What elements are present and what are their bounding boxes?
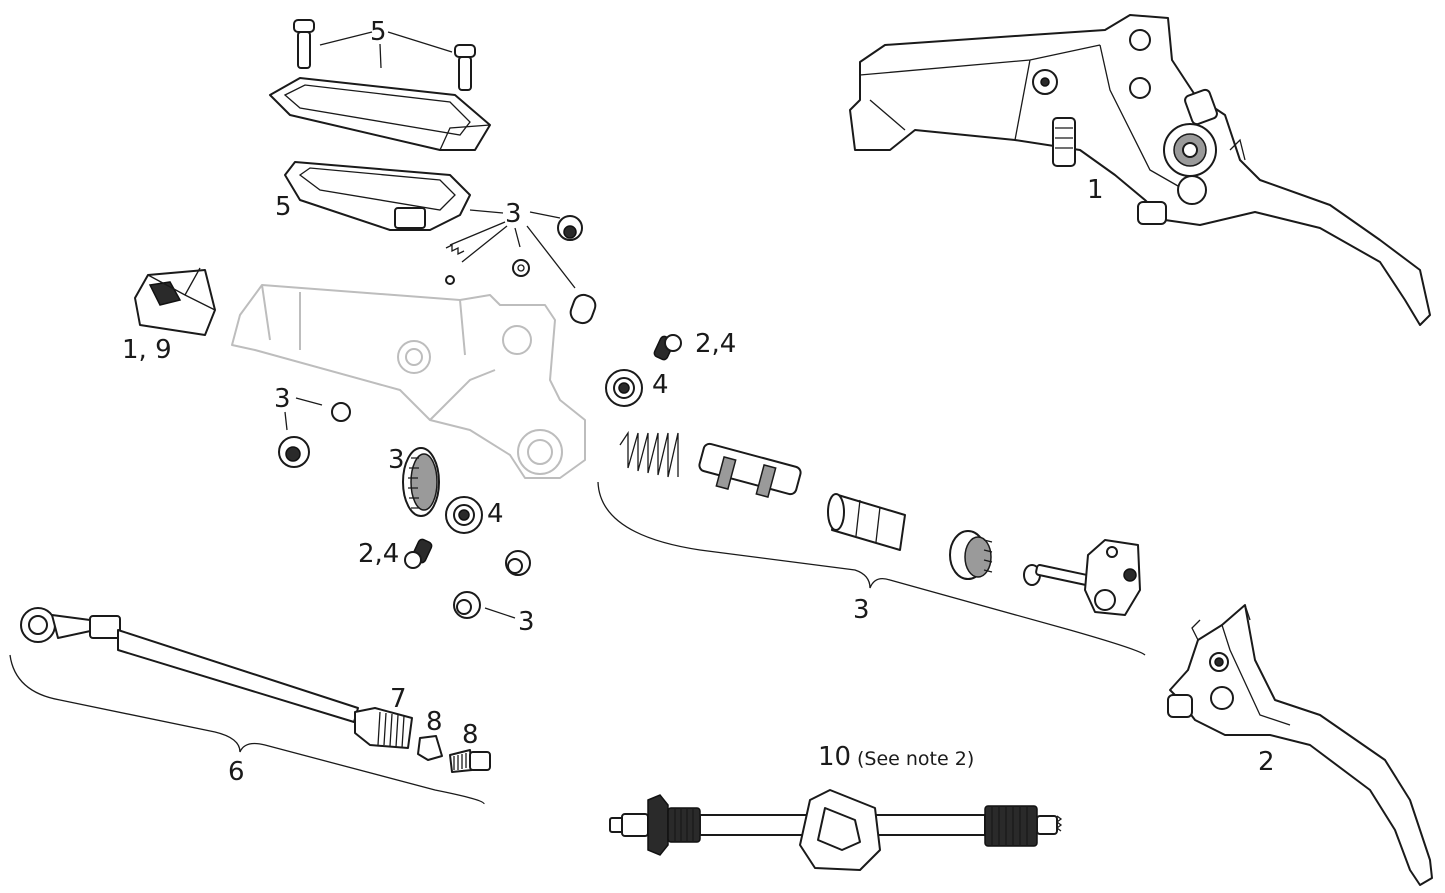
brace-hose-assembly (9, 654, 485, 805)
olive (417, 735, 443, 761)
ball-small (445, 275, 455, 285)
piston-sleeve (827, 493, 906, 551)
callout-hose-nut: 7 (390, 684, 407, 714)
pin-small (569, 293, 597, 325)
reservoir-cover (269, 77, 491, 151)
clamp-cover (134, 267, 216, 336)
lever-blade (1167, 604, 1433, 886)
callout-clamp-cover: 1, 9 (122, 335, 172, 365)
pushrod-link (1023, 539, 1141, 616)
bleed-block-note: (See note 2) (857, 748, 974, 770)
leader-bolts (319, 31, 373, 46)
callout-bushing-lower: 3 (518, 607, 535, 637)
callout-misc-top: 3 (505, 199, 522, 229)
pivot-bolt-upper (653, 334, 682, 361)
callout-pivot-bolt-upper: 2,4 (695, 329, 736, 359)
piston-spring (619, 430, 679, 478)
port-plug (557, 215, 583, 241)
bushing-right (505, 550, 531, 576)
callout-bearing-upper: 4 (652, 370, 669, 400)
brace-piston-kit (597, 481, 1146, 656)
seal-cap-left (278, 436, 310, 468)
bearing-lower (445, 496, 483, 534)
spring-small (445, 243, 465, 256)
washer-left (331, 402, 351, 422)
callout-bearing-lower: 4 (487, 499, 504, 529)
bushing-lower (453, 591, 481, 619)
callout-piston-kit: 3 (853, 595, 870, 625)
lever-assembly (849, 14, 1431, 326)
reservoir-bolt-left (293, 19, 315, 69)
callout-pivot-bolt-lower: 2,4 (358, 539, 399, 569)
callout-olive: 8 (426, 707, 443, 737)
callout-seal-left: 3 (274, 384, 291, 414)
callout-lever-assembly: 1 (1087, 175, 1104, 205)
callout-hose-assembly: 6 (228, 757, 245, 787)
callout-reach-knob: 3 (388, 445, 405, 475)
pivot-bolt-lower (404, 538, 433, 569)
hose-line (117, 629, 359, 723)
bearing-upper (605, 369, 643, 407)
reach-knob (402, 447, 440, 517)
hose-nut (354, 707, 413, 749)
bleed-block-tool (609, 789, 1063, 871)
hose-banjo (20, 607, 121, 643)
piston (698, 442, 802, 498)
master-cylinder-body (231, 284, 586, 479)
piston-nut (949, 530, 993, 580)
callout-bolts: 5 (370, 17, 387, 47)
barb (449, 749, 491, 773)
reservoir-lid (284, 161, 471, 231)
callout-bleed-block: 10 (818, 742, 851, 772)
callout-barb: 8 (462, 720, 479, 750)
callout-reservoir-lid: 5 (275, 192, 292, 222)
callout-lever-blade: 2 (1258, 747, 1275, 777)
reservoir-bolt-right (454, 44, 476, 91)
washer-top (512, 259, 530, 277)
